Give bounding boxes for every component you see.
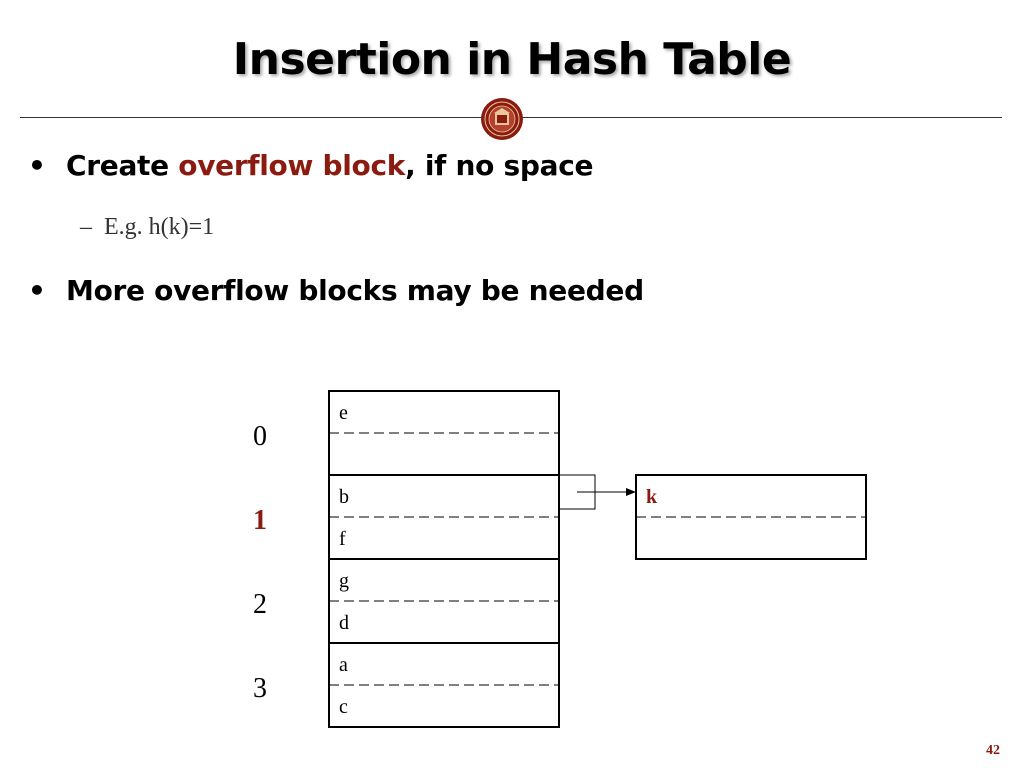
bullet-highlight: overflow block [178,149,406,182]
overflow-record-value: k [646,486,658,508]
record-value: e [339,402,348,424]
record-value: a [339,654,348,676]
bullet-dot: • [28,274,46,307]
bucket-index: 1 [253,505,267,536]
record-value: g [339,570,349,592]
slide-number: 42 [986,743,1000,758]
sub-bullet-dash: – [80,214,92,240]
bucket-index: 0 [253,421,267,452]
sub-bullet-example: –E.g. h(k)=1 [80,214,214,241]
record-value: b [339,486,349,508]
bullet-dot: • [28,149,46,182]
university-seal-icon [481,98,523,140]
bullet-text-pre: Create [66,149,179,182]
bullet-text-post: , if no space [405,149,594,182]
sub-bullet-text: E.g. h(k)=1 [104,214,215,240]
slide-title: Insertion in Hash Table [232,34,792,85]
bullet-text: More overflow blocks may be needed [66,274,644,307]
bucket-index: 2 [253,589,267,620]
record-value: f [339,528,346,550]
record-value: d [339,612,349,634]
arrow-head-icon [626,488,636,496]
bucket-index: 3 [253,673,267,704]
record-value: c [339,696,348,718]
